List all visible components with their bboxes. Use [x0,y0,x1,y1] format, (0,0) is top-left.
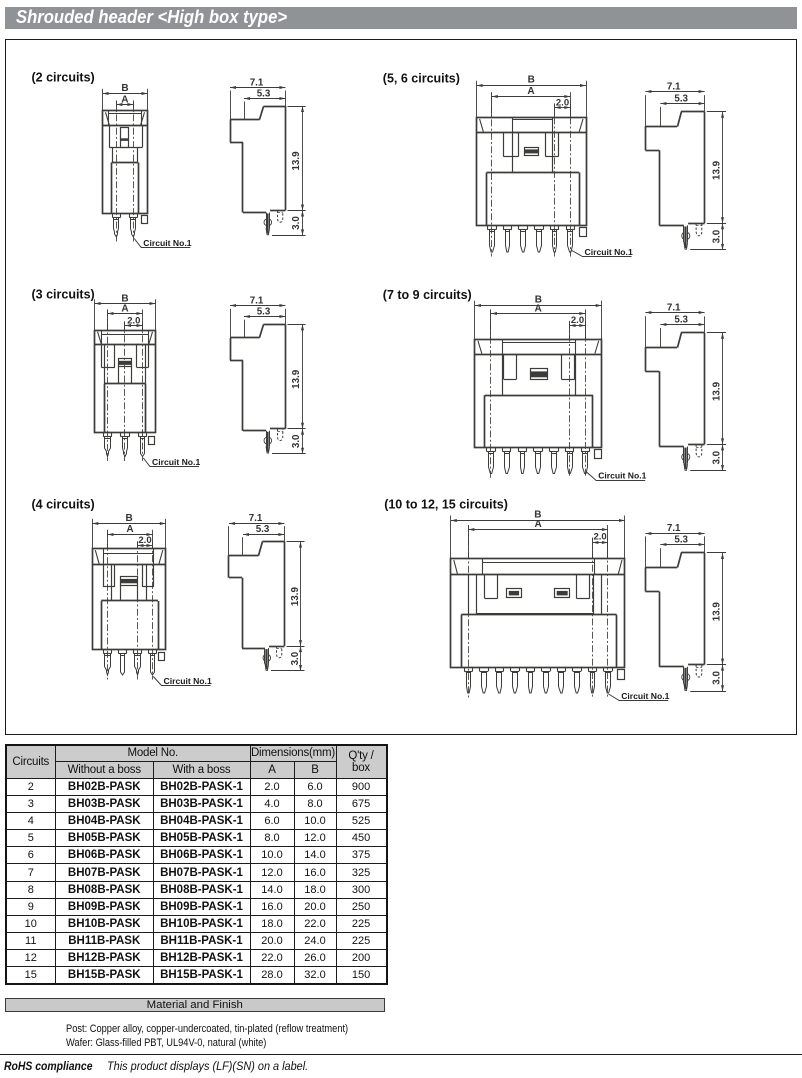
svg-text:(3 circuits): (3 circuits) [32,288,95,302]
svg-text:Circuit No.1: Circuit No.1 [164,676,212,686]
svg-text:5.3: 5.3 [256,524,270,535]
svg-text:A: A [527,86,534,97]
svg-text:A: A [121,94,128,105]
svg-text:2.0: 2.0 [138,535,151,546]
svg-text:7.1: 7.1 [667,82,681,93]
svg-text:2.0: 2.0 [571,315,584,326]
svg-text:3.0: 3.0 [291,434,302,448]
svg-text:2.0: 2.0 [556,97,569,108]
svg-text:5.3: 5.3 [674,93,688,104]
svg-text:3.0: 3.0 [711,229,722,243]
svg-text:Circuit No.1: Circuit No.1 [143,238,191,248]
svg-text:3.0: 3.0 [711,450,722,464]
svg-text:13.9: 13.9 [711,381,722,401]
svg-text:A: A [534,303,541,314]
svg-text:B: B [121,293,128,304]
svg-text:B: B [528,75,535,86]
svg-text:(2 circuits): (2 circuits) [32,71,95,85]
svg-text:Circuit No.1: Circuit No.1 [585,247,633,257]
svg-text:2.0: 2.0 [127,315,140,326]
svg-text:3.0: 3.0 [291,216,302,230]
svg-text:5.3: 5.3 [257,88,271,99]
svg-text:Circuit No.1: Circuit No.1 [598,471,646,481]
svg-text:Circuit No.1: Circuit No.1 [152,457,200,467]
svg-text:(4 circuits): (4 circuits) [32,498,95,512]
svg-text:13.9: 13.9 [290,587,301,607]
svg-text:A: A [121,303,128,314]
svg-text:7.1: 7.1 [667,523,681,534]
svg-text:Circuit No.1: Circuit No.1 [621,691,669,701]
svg-text:5.3: 5.3 [674,535,688,546]
svg-text:(7 to 9 circuits): (7 to 9 circuits) [383,288,472,302]
svg-text:(10 to 12, 15 circuits): (10 to 12, 15 circuits) [384,497,508,511]
svg-text:13.9: 13.9 [291,151,302,171]
svg-text:5.3: 5.3 [674,314,688,325]
svg-text:5.3: 5.3 [257,307,271,318]
svg-text:13.9: 13.9 [291,369,302,389]
svg-text:7.1: 7.1 [250,77,264,88]
svg-text:7.1: 7.1 [249,513,263,524]
svg-text:3.0: 3.0 [290,651,301,665]
svg-text:B: B [125,513,132,524]
svg-text:3.0: 3.0 [711,671,722,685]
svg-text:13.9: 13.9 [711,602,722,622]
svg-text:13.9: 13.9 [711,160,722,180]
svg-text:7.1: 7.1 [667,303,681,314]
svg-text:2.0: 2.0 [593,532,606,543]
svg-text:(5, 6 circuits): (5, 6 circuits) [383,72,460,86]
svg-text:B: B [121,83,128,94]
svg-text:B: B [535,295,542,306]
svg-text:B: B [534,510,541,521]
svg-text:A: A [126,524,133,535]
svg-text:A: A [534,519,541,530]
svg-text:7.1: 7.1 [250,296,264,307]
